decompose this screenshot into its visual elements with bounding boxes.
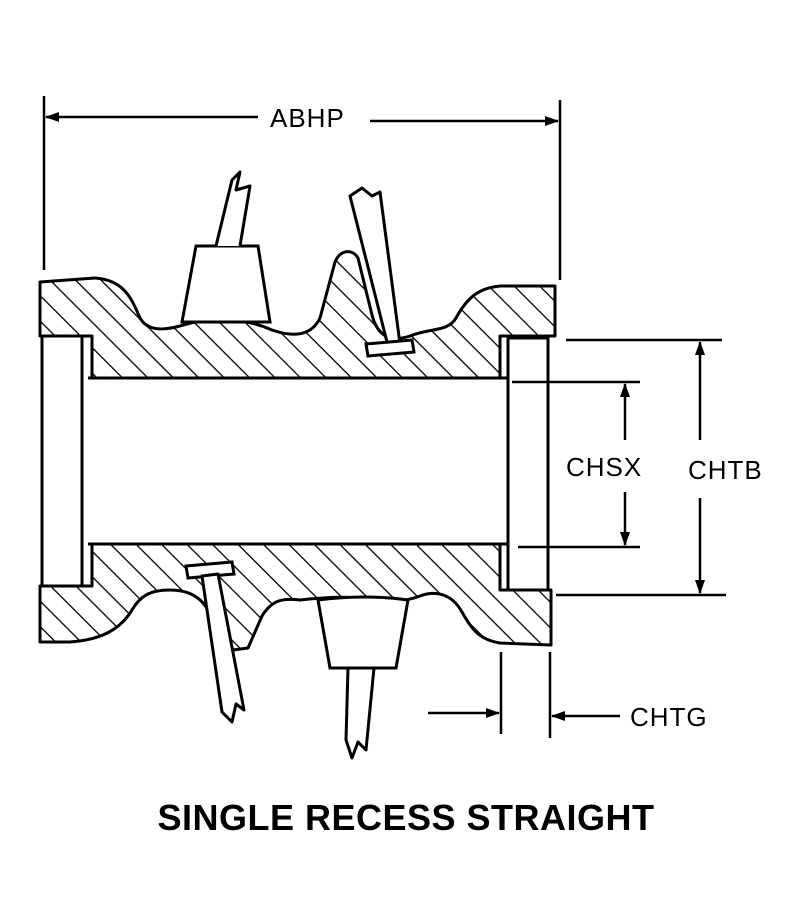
chtb-label: CHTB	[688, 455, 763, 485]
lower-body-section	[38, 542, 553, 654]
abhp-dimension: ABHP	[42, 96, 562, 280]
left-end-insert	[40, 334, 84, 588]
chtg-dimension: CHTG	[428, 652, 708, 738]
abhp-label: ABHP	[270, 103, 345, 133]
chsx-dimension: CHSX	[512, 380, 642, 549]
chtb-dimension: CHTB	[556, 338, 763, 597]
top-right-nail	[348, 186, 416, 358]
bottom-right-wire	[316, 595, 410, 760]
bottom-left-nail	[184, 560, 246, 724]
upper-body-section	[38, 250, 557, 380]
chsx-label: CHSX	[566, 452, 642, 482]
right-end-insert	[506, 336, 550, 592]
chtg-label: CHTG	[630, 702, 708, 732]
diagram-caption: SINGLE RECESS STRAIGHT	[157, 797, 654, 838]
top-left-wire	[180, 170, 272, 324]
